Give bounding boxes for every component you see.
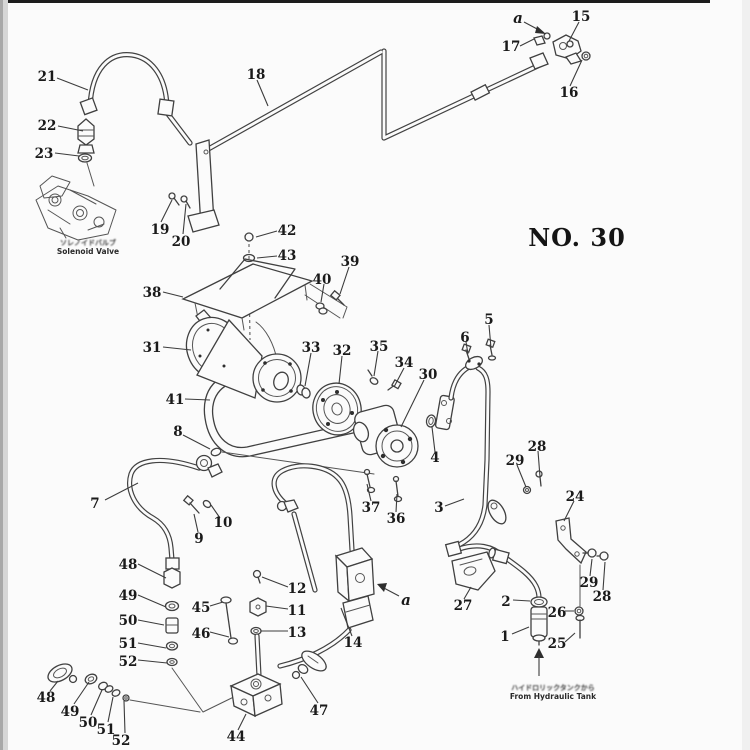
part-label-51-38: 51 [119,636,138,652]
elbow-pipe-3 [448,338,543,552]
suction-hose-7 [127,447,247,713]
part-label-41-23: 41 [166,392,185,408]
part-label-a-46: a [401,591,411,609]
part-label-37-28: 37 [362,500,381,516]
part-label-a-8: a [513,9,523,27]
part-label-18-1: 18 [247,67,266,83]
part-label-23-3: 23 [35,146,54,162]
fitting-22-oring-23 [77,118,95,187]
part-label-4-25: 4 [430,450,439,466]
part-label-29-52: 29 [580,575,599,591]
part-label-2-48: 2 [501,594,510,610]
plug-stack-48b-52b [47,663,201,713]
motor-31 [185,309,302,403]
part-label-30-20: 30 [419,367,438,383]
part-label-28-27: 28 [528,439,547,455]
tank-caption-en: From Hydraulic Tank [510,692,597,701]
part-label-42-6: 42 [278,223,297,239]
part-label-9-34: 9 [194,531,203,547]
pipe-18 [200,48,549,155]
hose-21-assembly [79,52,220,233]
part-label-38-12: 38 [143,285,162,301]
part-label-5-22: 5 [484,312,493,328]
part-label-7-32: 7 [90,496,99,512]
part-label-46-41: 46 [192,626,211,642]
part-label-40-14: 40 [313,272,332,288]
part-label-50-37: 50 [119,613,138,629]
part-label-16-11: 16 [560,85,579,101]
part-label-12-42: 12 [288,581,307,597]
pump-30 [352,369,455,503]
part-label-49-36: 49 [119,588,138,604]
tank-caption-jp: ハイドロリックタンクから [511,683,595,692]
part-label-22-2: 22 [38,118,57,134]
part-label-33-16: 33 [302,340,321,356]
part-label-3-30: 3 [434,500,443,516]
part-label-21-0: 21 [38,69,57,85]
part-label-10-33: 10 [214,515,233,531]
part-label-49-57: 49 [61,704,80,720]
part-label-24-31: 24 [566,489,585,505]
part-label-48-35: 48 [119,557,138,573]
part-label-28-53: 28 [593,589,612,605]
part-label-13-44: 13 [288,625,307,641]
part-label-14-45: 14 [344,635,363,651]
part-label-36-29: 36 [387,511,406,527]
part-label-17-10: 17 [502,39,521,55]
part-label-34-19: 34 [395,355,414,371]
part-label-29-26: 29 [506,453,525,469]
part-label-31-15: 31 [143,340,162,356]
fitting-stack-11-12-13 [220,569,267,679]
solenoid-caption-en: Solenoid Valve [57,247,119,256]
part-label-47-54: 47 [310,703,329,719]
part-label-8-24: 8 [173,424,182,440]
plate-number: NO. 30 [528,223,626,252]
part-label-43-7: 43 [278,248,297,264]
sensor-47 [291,650,327,680]
part-label-11-43: 11 [288,603,307,619]
return-line-strainer [444,517,609,676]
manifold-44 [229,673,283,718]
part-label-15-9: 15 [572,9,591,25]
part-label-48-56: 48 [37,690,56,706]
center-valve-14 [271,463,375,669]
part-label-35-18: 35 [370,339,389,355]
part-label-1-49: 1 [500,629,509,645]
part-label-52-39: 52 [119,654,138,670]
part-label-39-13: 39 [341,254,360,270]
part-label-51-59: 51 [97,722,116,738]
part-label-19-4: 19 [151,222,170,238]
captions: NO. 30 ソレノイドバルブ Solenoid Valve ハイドロリックタン… [57,223,626,701]
solenoid-valve [35,175,117,241]
part-label-44-55: 44 [227,729,246,745]
part-label-45-40: 45 [192,600,211,616]
leader-lines [49,21,606,734]
part-label-50-58: 50 [79,715,98,731]
part-label-6-21: 6 [460,330,469,346]
solenoid-caption-jp: ソレノイドバルブ [60,238,116,247]
pulley-32 [296,382,362,436]
part-label-26-50: 26 [548,605,567,621]
part-label-52-60: 52 [112,733,131,749]
part-label-20-5: 20 [172,234,191,250]
suction-line [221,451,375,475]
part-label-27-47: 27 [454,598,473,614]
arrow-a-bottom [377,583,387,592]
part-label-25-51: 25 [548,636,567,652]
arrow-a-top [535,26,546,34]
part-label-32-17: 32 [333,343,352,359]
